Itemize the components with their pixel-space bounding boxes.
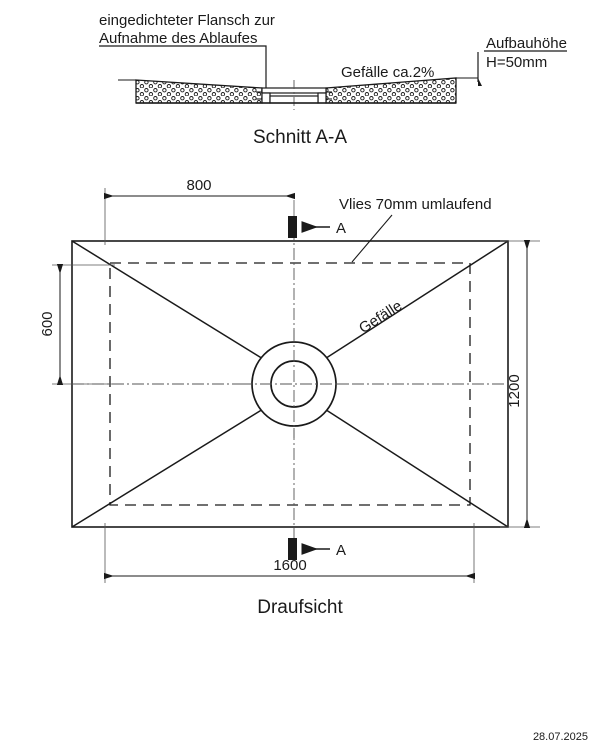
build-height-label-line2: H=50mm bbox=[486, 54, 547, 71]
slope-lines bbox=[71, 240, 509, 528]
section-title: Schnitt A-A bbox=[253, 127, 347, 148]
flange-label-line1: eingedichteter Flansch zur bbox=[99, 12, 275, 29]
dimension-800 bbox=[104, 188, 295, 245]
section-slab-left bbox=[135, 79, 263, 104]
dimension-1600 bbox=[104, 523, 475, 583]
section-marker-top bbox=[288, 216, 330, 238]
build-height-label-line1: Aufbauhöhe bbox=[486, 35, 567, 52]
flange-label-line2: Aufnahme des Ablaufes bbox=[99, 30, 257, 47]
section-marker-top-label: A bbox=[336, 220, 346, 237]
dimension-1200-label: 1200 bbox=[506, 374, 523, 407]
plan-slope-label: Gefälle bbox=[356, 297, 405, 337]
section-slope-label: Gefälle ca.2% bbox=[341, 64, 434, 81]
dimension-600 bbox=[52, 264, 115, 385]
section-view-group: eingedichteter Flansch zur Aufnahme des … bbox=[99, 12, 567, 148]
drawing-date: 28.07.2025 bbox=[533, 731, 588, 743]
plan-title: Draufsicht bbox=[257, 597, 343, 618]
section-marker-bottom bbox=[288, 538, 330, 560]
fleece-leader-line bbox=[351, 214, 393, 263]
flange-callout-leader bbox=[99, 45, 267, 88]
dimension-1200 bbox=[500, 240, 540, 528]
section-slab-right bbox=[325, 77, 457, 104]
build-height-callout bbox=[477, 50, 567, 86]
fleece-label: Vlies 70mm umlaufend bbox=[339, 196, 492, 213]
dimension-1600-label: 1600 bbox=[273, 557, 306, 574]
plan-view-group: 800 600 1200 1600 A bbox=[39, 177, 540, 618]
dimension-800-label: 800 bbox=[186, 177, 211, 194]
drain-flange-detail bbox=[256, 80, 332, 110]
dimension-600-label: 600 bbox=[39, 311, 56, 336]
section-marker-bottom-label: A bbox=[336, 542, 346, 559]
